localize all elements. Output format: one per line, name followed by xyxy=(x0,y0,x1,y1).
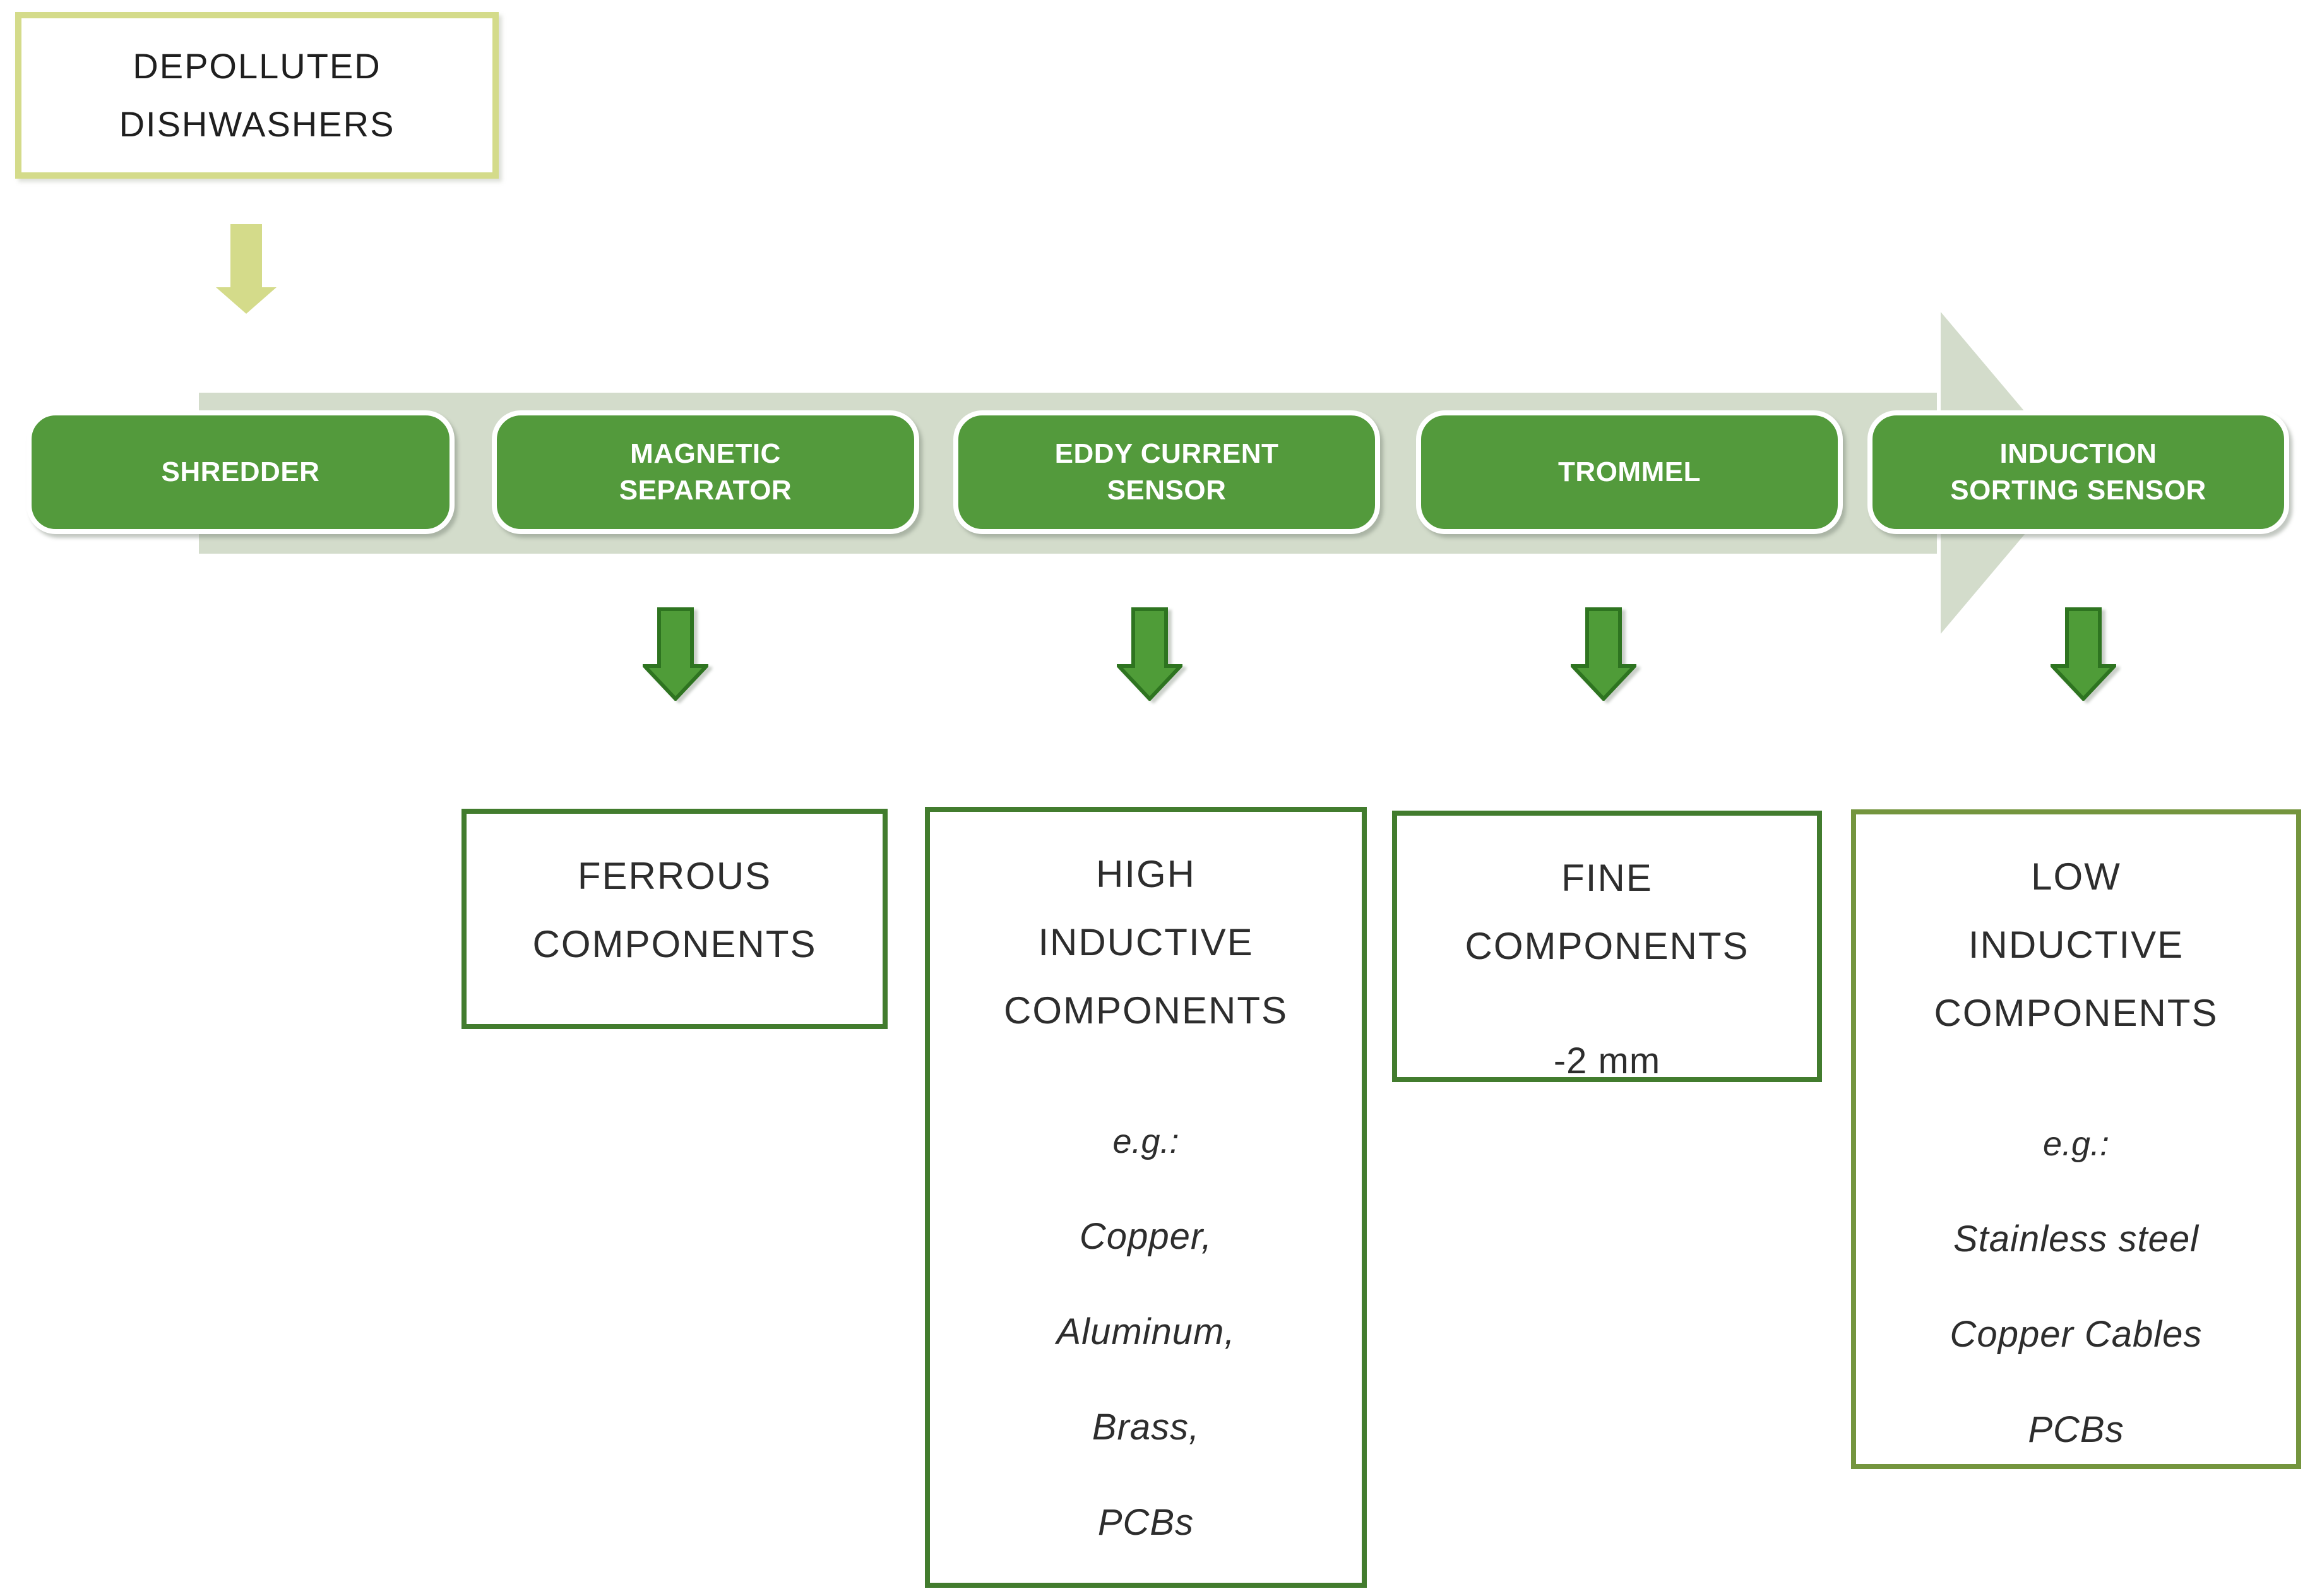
output-box-fine-components: FINE COMPONENTS -2 mm xyxy=(1392,811,1822,1082)
down-arrow-low-inductive-icon xyxy=(2051,607,2116,701)
output-item: Brass, xyxy=(1092,1407,1200,1448)
step-box-magnetic-separator: MAGNETIC SEPARATOR xyxy=(492,410,919,534)
step-label: SORTING SENSOR xyxy=(1950,475,2206,506)
output-title: FERROUS COMPONENTS xyxy=(532,842,816,979)
output-title-line: FERROUS xyxy=(577,855,772,897)
step-box-shredder: SHREDDER xyxy=(27,410,455,534)
step-label: INDUCTION xyxy=(1999,438,2157,469)
source-box-line: DEPOLLUTED xyxy=(133,46,381,86)
step-label: EDDY CURRENT xyxy=(1054,438,1279,469)
output-title-line: COMPONENTS xyxy=(1934,992,2218,1034)
down-arrow-high-inductive-icon xyxy=(1117,607,1182,701)
source-box-line: DISHWASHERS xyxy=(119,104,395,144)
output-box-ferrous-components: FERROUS COMPONENTS xyxy=(461,809,888,1029)
example-label: e.g.: xyxy=(2042,1125,2110,1163)
step-box-trommel: TROMMEL xyxy=(1416,410,1843,534)
output-box-low-inductive-components: LOW INDUCTIVE COMPONENTS e.g.: Stainless… xyxy=(1851,809,2301,1469)
step-box-eddy-current-sensor: EDDY CURRENT SENSOR xyxy=(953,410,1380,534)
output-box-high-inductive-components: HIGH INDUCTIVE COMPONENTS e.g.: Copper, … xyxy=(925,807,1367,1588)
output-title-line: COMPONENTS xyxy=(532,923,817,965)
output-title: FINE COMPONENTS xyxy=(1465,844,1749,980)
output-title: LOW INDUCTIVE COMPONENTS xyxy=(1934,843,2218,1047)
down-arrow-light-icon xyxy=(216,224,277,314)
step-label: MAGNETIC xyxy=(630,438,781,469)
output-title: HIGH INDUCTIVE COMPONENTS xyxy=(1004,840,1288,1045)
output-item: Copper Cables xyxy=(1950,1314,2203,1355)
size-label: -2 mm xyxy=(1553,1040,1661,1081)
output-item: Copper, xyxy=(1079,1216,1213,1257)
output-title-line: COMPONENTS xyxy=(1465,925,1749,967)
output-title-line: INDUCTIVE xyxy=(1968,924,2184,966)
output-item: Stainless steel xyxy=(1953,1218,2199,1260)
down-arrow-ferrous-icon xyxy=(643,607,708,701)
output-item: Aluminum, xyxy=(1056,1311,1235,1352)
output-item: PCBs xyxy=(2028,1409,2124,1450)
step-label: TROMMEL xyxy=(1558,456,1701,487)
output-title-line: INDUCTIVE xyxy=(1038,921,1254,963)
output-item: PCBs xyxy=(1097,1502,1194,1543)
step-label: SHREDDER xyxy=(161,456,320,487)
output-title-line: COMPONENTS xyxy=(1003,989,1289,1032)
output-title-line: HIGH xyxy=(1096,853,1196,895)
source-box: DEPOLLUTED DISHWASHERS xyxy=(15,12,499,179)
step-label: SEPARATOR xyxy=(619,475,792,506)
output-title-line: LOW xyxy=(2031,855,2121,898)
step-label: SENSOR xyxy=(1107,475,1227,506)
example-label: e.g.: xyxy=(1112,1123,1179,1160)
step-box-induction-sorting-sensor: INDUCTION SORTING SENSOR xyxy=(1867,410,2289,534)
down-arrow-fine-icon xyxy=(1571,607,1636,701)
output-title-line: FINE xyxy=(1561,857,1653,899)
